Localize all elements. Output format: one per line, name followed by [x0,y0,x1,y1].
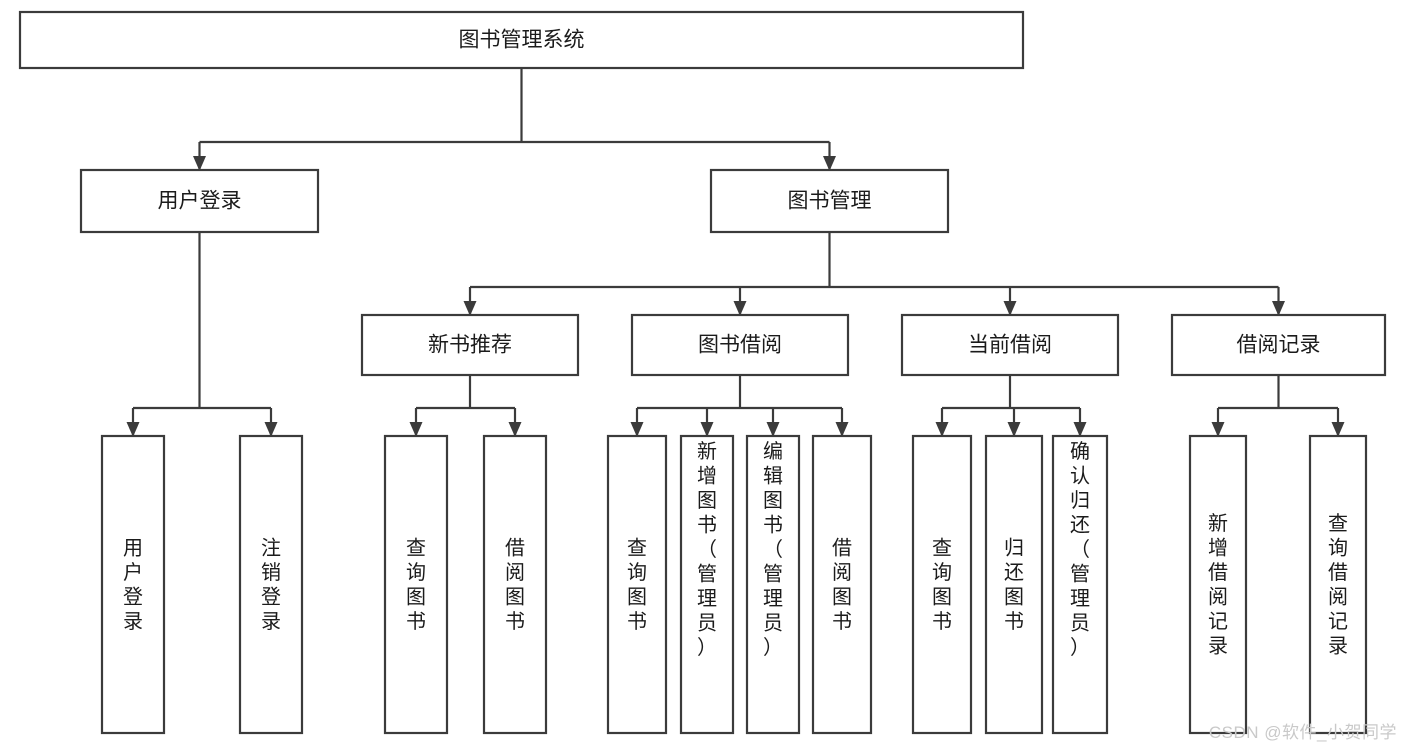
arrow-head-icon [1272,301,1285,316]
node-box-leaf-edit-book [745,434,801,735]
arrow-head-icon [126,422,140,437]
node-new-book-rec[interactable]: 新书推荐 [360,313,580,377]
edge-group-book-borrow [630,375,849,437]
node-label-book-manage: 图书管理 [788,190,872,213]
node-leaf-user-login[interactable]: 用户登录 [100,434,166,735]
node-box-leaf-user-login [100,434,166,735]
node-user-login[interactable]: 用户登录 [79,168,320,234]
arrow-head-icon [409,422,423,437]
node-box-book-borrow [630,313,850,377]
node-box-leaf-borrow-book-rec [482,434,548,735]
node-box-leaf-query-book-cb [911,434,973,735]
node-leaf-logout[interactable]: 注销登录 [238,434,304,735]
node-box-leaf-borrow-book-bb [811,434,873,735]
node-leaf-return-book[interactable]: 归还图书 [984,434,1044,735]
node-leaf-query-book-rec[interactable]: 查询图书 [383,434,449,735]
edge-group-book-manage [463,232,1285,316]
arrow-head-icon [630,422,644,437]
arrow-head-icon [193,156,206,171]
node-box-leaf-add-book [679,434,735,735]
node-box-leaf-logout [238,434,304,735]
node-label-root: 图书管理系统 [459,29,585,52]
arrow-head-icon [1007,422,1021,437]
node-label-leaf-confirm-return: 确认归还（管理员） [1070,440,1090,659]
arrow-head-icon [508,422,522,437]
edge-layer [126,68,1345,437]
node-label-leaf-borrow-book-rec: 借阅图书 [505,537,525,634]
node-label-leaf-return-book: 归还图书 [1004,537,1024,634]
node-leaf-edit-book[interactable]: 编辑图书（管理员） [745,434,801,735]
node-box-leaf-return-book [984,434,1044,735]
node-box-new-book-rec [360,313,580,377]
node-box-leaf-query-record [1308,434,1368,735]
node-box-root [18,10,1025,70]
node-box-current-borrow [900,313,1120,377]
arrow-head-icon [463,301,477,316]
arrow-head-icon [935,422,949,437]
edge-group-new-book-rec [409,375,522,437]
edge-group-user-login [126,232,278,437]
node-label-borrow-record: 借阅记录 [1237,334,1321,357]
node-borrow-record[interactable]: 借阅记录 [1170,313,1387,377]
node-label-current-borrow: 当前借阅 [968,334,1052,357]
edge-group-root [193,68,836,171]
node-box-leaf-query-book-rec [383,434,449,735]
node-leaf-borrow-book-bb[interactable]: 借阅图书 [811,434,873,735]
node-leaf-add-record[interactable]: 新增借阅记录 [1188,434,1248,735]
node-label-user-login: 用户登录 [158,190,242,213]
node-current-borrow[interactable]: 当前借阅 [900,313,1120,377]
arrow-head-icon [1211,422,1225,437]
node-box-borrow-record [1170,313,1387,377]
node-label-leaf-borrow-book-bb: 借阅图书 [832,537,852,634]
node-label-leaf-user-login: 用户登录 [123,538,143,634]
node-label-leaf-edit-book: 编辑图书（管理员） [763,440,783,659]
arrow-head-icon [264,422,278,437]
node-label-book-borrow: 图书借阅 [698,334,782,357]
node-box-leaf-confirm-return [1051,434,1109,735]
node-label-new-book-rec: 新书推荐 [428,334,512,357]
node-box-user-login [79,168,320,234]
node-label-leaf-add-record: 新增借阅记录 [1208,512,1228,658]
node-layer: 图书管理系统用户登录图书管理新书推荐图书借阅当前借阅借阅记录用户登录注销登录查询… [18,10,1387,735]
arrow-head-icon [1073,422,1087,437]
edge-group-current-borrow [935,375,1087,437]
arrow-head-icon [700,422,714,437]
node-label-leaf-query-book-rec: 查询图书 [406,537,426,634]
node-leaf-query-record[interactable]: 查询借阅记录 [1308,434,1368,735]
edge-group-borrow-record [1211,375,1345,437]
node-label-leaf-query-book-cb: 查询图书 [932,537,952,634]
arrow-head-icon [766,422,780,437]
node-leaf-confirm-return[interactable]: 确认归还（管理员） [1051,434,1109,735]
node-root[interactable]: 图书管理系统 [18,10,1025,70]
node-leaf-borrow-book-rec[interactable]: 借阅图书 [482,434,548,735]
node-leaf-query-book-bb[interactable]: 查询图书 [606,434,668,735]
node-box-book-manage [709,168,950,234]
node-book-manage[interactable]: 图书管理 [709,168,950,234]
node-box-leaf-add-record [1188,434,1248,735]
node-box-leaf-query-book-bb [606,434,668,735]
arrow-head-icon [835,422,849,437]
node-label-leaf-query-book-bb: 查询图书 [627,537,647,634]
arrow-head-icon [823,156,836,171]
arrow-head-icon [733,301,747,316]
arrow-head-icon [1003,301,1017,316]
node-leaf-add-book[interactable]: 新增图书（管理员） [679,434,735,735]
node-label-leaf-add-book: 新增图书（管理员） [697,440,717,659]
arrow-head-icon [1331,422,1345,437]
node-label-leaf-logout: 注销登录 [261,537,281,634]
watermark-text: CSDN @软件_小贺同学 [1208,723,1397,742]
node-label-leaf-query-record: 查询借阅记录 [1328,512,1348,658]
node-book-borrow[interactable]: 图书借阅 [630,313,850,377]
node-leaf-query-book-cb[interactable]: 查询图书 [911,434,973,735]
